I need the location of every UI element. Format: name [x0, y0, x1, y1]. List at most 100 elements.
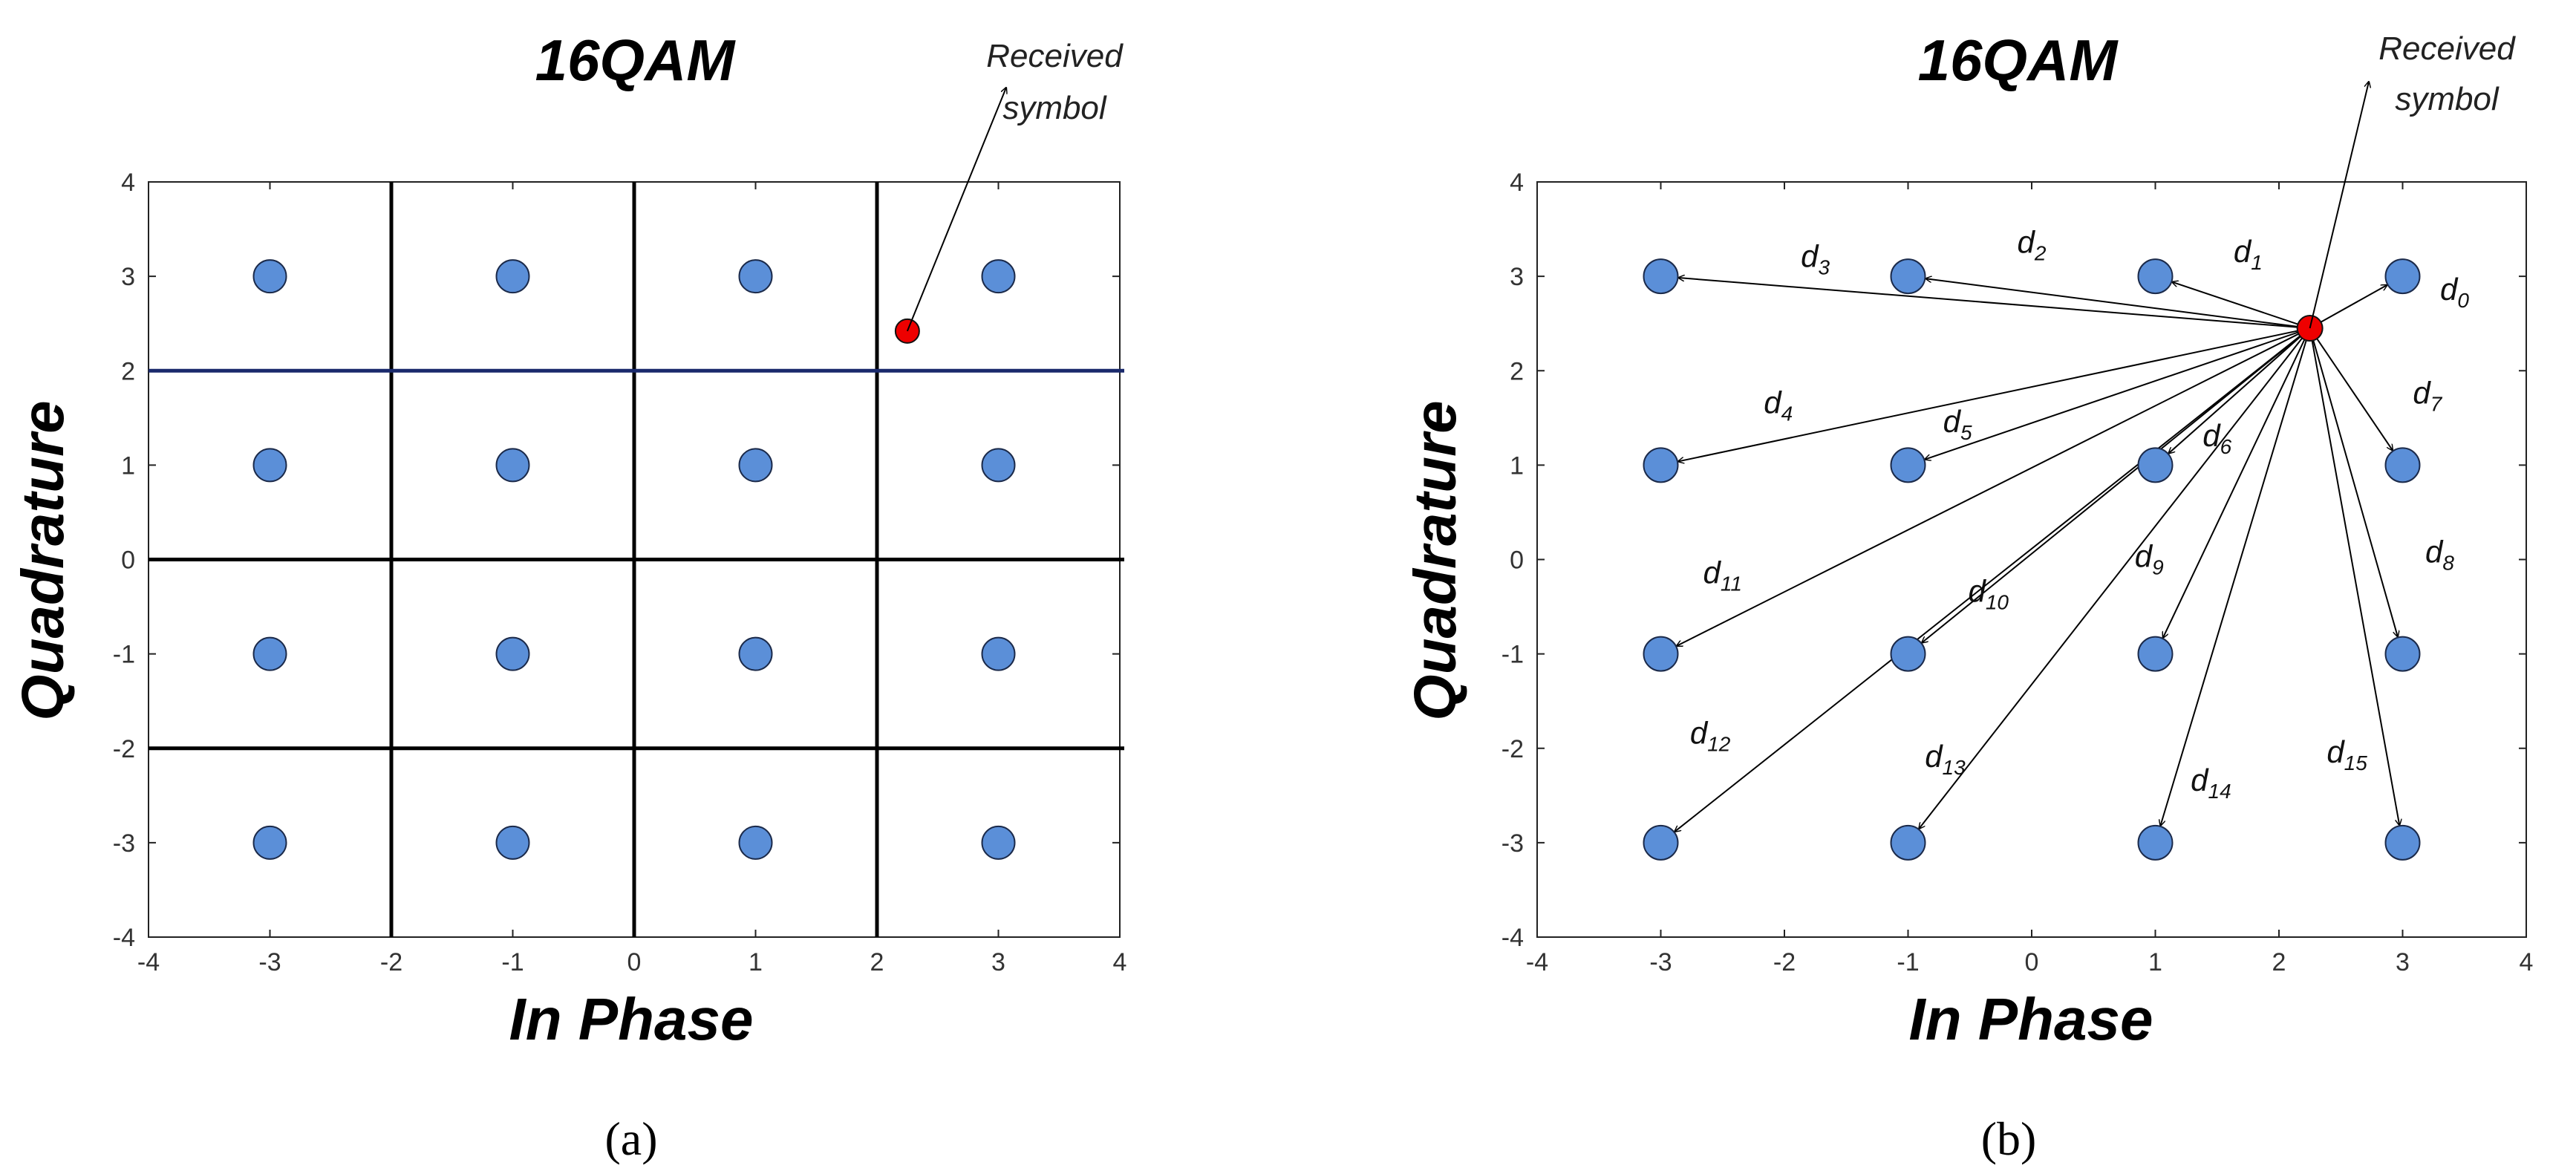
x-tick-label: -4 [1526, 948, 1548, 976]
annotation-text-line1: Received [2378, 30, 2516, 67]
constellation-point [981, 825, 1016, 860]
y-tick-label: 1 [121, 451, 135, 480]
constellation-point [981, 448, 1016, 483]
constellation-point [252, 448, 287, 483]
x-tick-label: 3 [2396, 948, 2410, 976]
distance-label: d13 [1925, 739, 1966, 779]
constellation-point [2137, 824, 2174, 861]
y-tick-label: -1 [113, 641, 135, 669]
constellation-point [2384, 447, 2421, 483]
panel-label: (b) [1981, 1112, 2037, 1165]
x-axis-label: In Phase [509, 986, 753, 1052]
distance-label: d8 [2425, 534, 2454, 574]
x-tick-label: 2 [2272, 948, 2286, 976]
distance-arrow [1926, 278, 2310, 330]
x-tick-label: -1 [1897, 948, 1919, 976]
distance-label: d15 [2326, 734, 2367, 774]
distance-arrow [1677, 327, 2311, 646]
constellation-point [2384, 636, 2421, 672]
constellation-point [252, 636, 287, 671]
distance-arrow [2168, 327, 2311, 453]
x-axis-label: In Phase [1908, 986, 2153, 1052]
constellation-point [2384, 824, 2421, 861]
x-tick-label: 4 [1113, 948, 1127, 976]
constellation-point [1643, 258, 1679, 295]
annotation-arrow [2309, 82, 2369, 329]
annotation-text-line2: symbol [1002, 90, 1107, 126]
constellation-point [2137, 636, 2174, 672]
x-tick-label: -3 [1649, 948, 1672, 976]
constellation-point [1890, 824, 1926, 861]
annotation-text-line2: symbol [2395, 81, 2500, 117]
distance-arrow [2172, 282, 2310, 329]
chart-title: 16QAM [535, 27, 737, 93]
distance-label: d0 [2440, 272, 2469, 312]
constellation-point [1890, 447, 1926, 483]
panel-label: (a) [604, 1112, 657, 1165]
distance-arrow [2309, 285, 2387, 329]
distance-label: d4 [1764, 385, 1793, 425]
y-tick-label: 1 [1510, 451, 1524, 480]
x-tick-label: -2 [380, 948, 402, 976]
x-tick-label: -2 [1773, 948, 1796, 976]
y-tick-label: 3 [121, 263, 135, 291]
x-tick-label: -4 [137, 948, 160, 976]
x-tick-label: 1 [749, 948, 763, 976]
y-tick-label: 0 [1510, 547, 1524, 575]
distance-arrow [1678, 278, 2310, 330]
distance-label: d14 [2191, 763, 2231, 803]
constellation-point [495, 636, 530, 671]
constellation-point [1890, 258, 1926, 295]
distance-arrow [1925, 327, 2310, 460]
constellation-point [981, 259, 1016, 294]
distance-arrow [2309, 327, 2398, 636]
y-tick-label: -4 [1501, 924, 1524, 952]
y-axis-label: Quadrature [1402, 400, 1468, 720]
distance-label: d9 [2135, 539, 2164, 579]
y-tick-label: -2 [113, 735, 135, 763]
distance-label: d12 [1690, 715, 1731, 755]
constellation-point [1643, 824, 1679, 861]
constellation-point [1890, 636, 1926, 672]
constellation-point [495, 448, 530, 483]
distance-arrow [1678, 327, 2310, 461]
annotation-text-line1: Received [986, 38, 1124, 74]
constellation-point [981, 636, 1016, 671]
constellation-point [738, 825, 773, 860]
y-tick-label: 4 [121, 169, 135, 197]
y-tick-label: 2 [1510, 357, 1524, 385]
constellation-point [495, 825, 530, 860]
distance-label: d5 [1943, 404, 1972, 444]
y-tick-label: -4 [113, 924, 135, 952]
x-tick-label: 4 [2520, 948, 2534, 976]
x-tick-label: 0 [2025, 948, 2039, 976]
distance-arrow [2163, 327, 2311, 638]
x-tick-label: -3 [258, 948, 281, 976]
y-tick-label: 0 [121, 547, 135, 575]
distance-arrow [1919, 327, 2311, 829]
y-tick-label: -3 [113, 829, 135, 858]
distance-arrow [1675, 327, 2311, 832]
y-tick-label: -3 [1501, 829, 1524, 858]
distance-label: d7 [2413, 376, 2442, 416]
constellation-point [2137, 258, 2174, 295]
x-tick-label: 3 [991, 948, 1005, 976]
distance-arrow [2160, 327, 2311, 826]
y-tick-label: -2 [1501, 735, 1524, 763]
annotation-arrow [906, 88, 1006, 332]
distance-label: d1 [2234, 234, 2263, 274]
distance-arrow [2309, 327, 2400, 825]
constellation-point [1643, 636, 1679, 672]
distance-label: d11 [1703, 555, 1742, 595]
y-tick-label: 3 [1510, 263, 1524, 291]
constellation-point [2137, 447, 2174, 483]
distance-label: d2 [2018, 224, 2047, 264]
constellation-point [495, 259, 530, 294]
constellation-point [252, 259, 287, 294]
x-tick-label: 1 [2148, 948, 2162, 976]
constellation-point [2384, 258, 2421, 295]
distance-arrow [1922, 327, 2311, 642]
chart-title: 16QAM [1918, 27, 2119, 93]
